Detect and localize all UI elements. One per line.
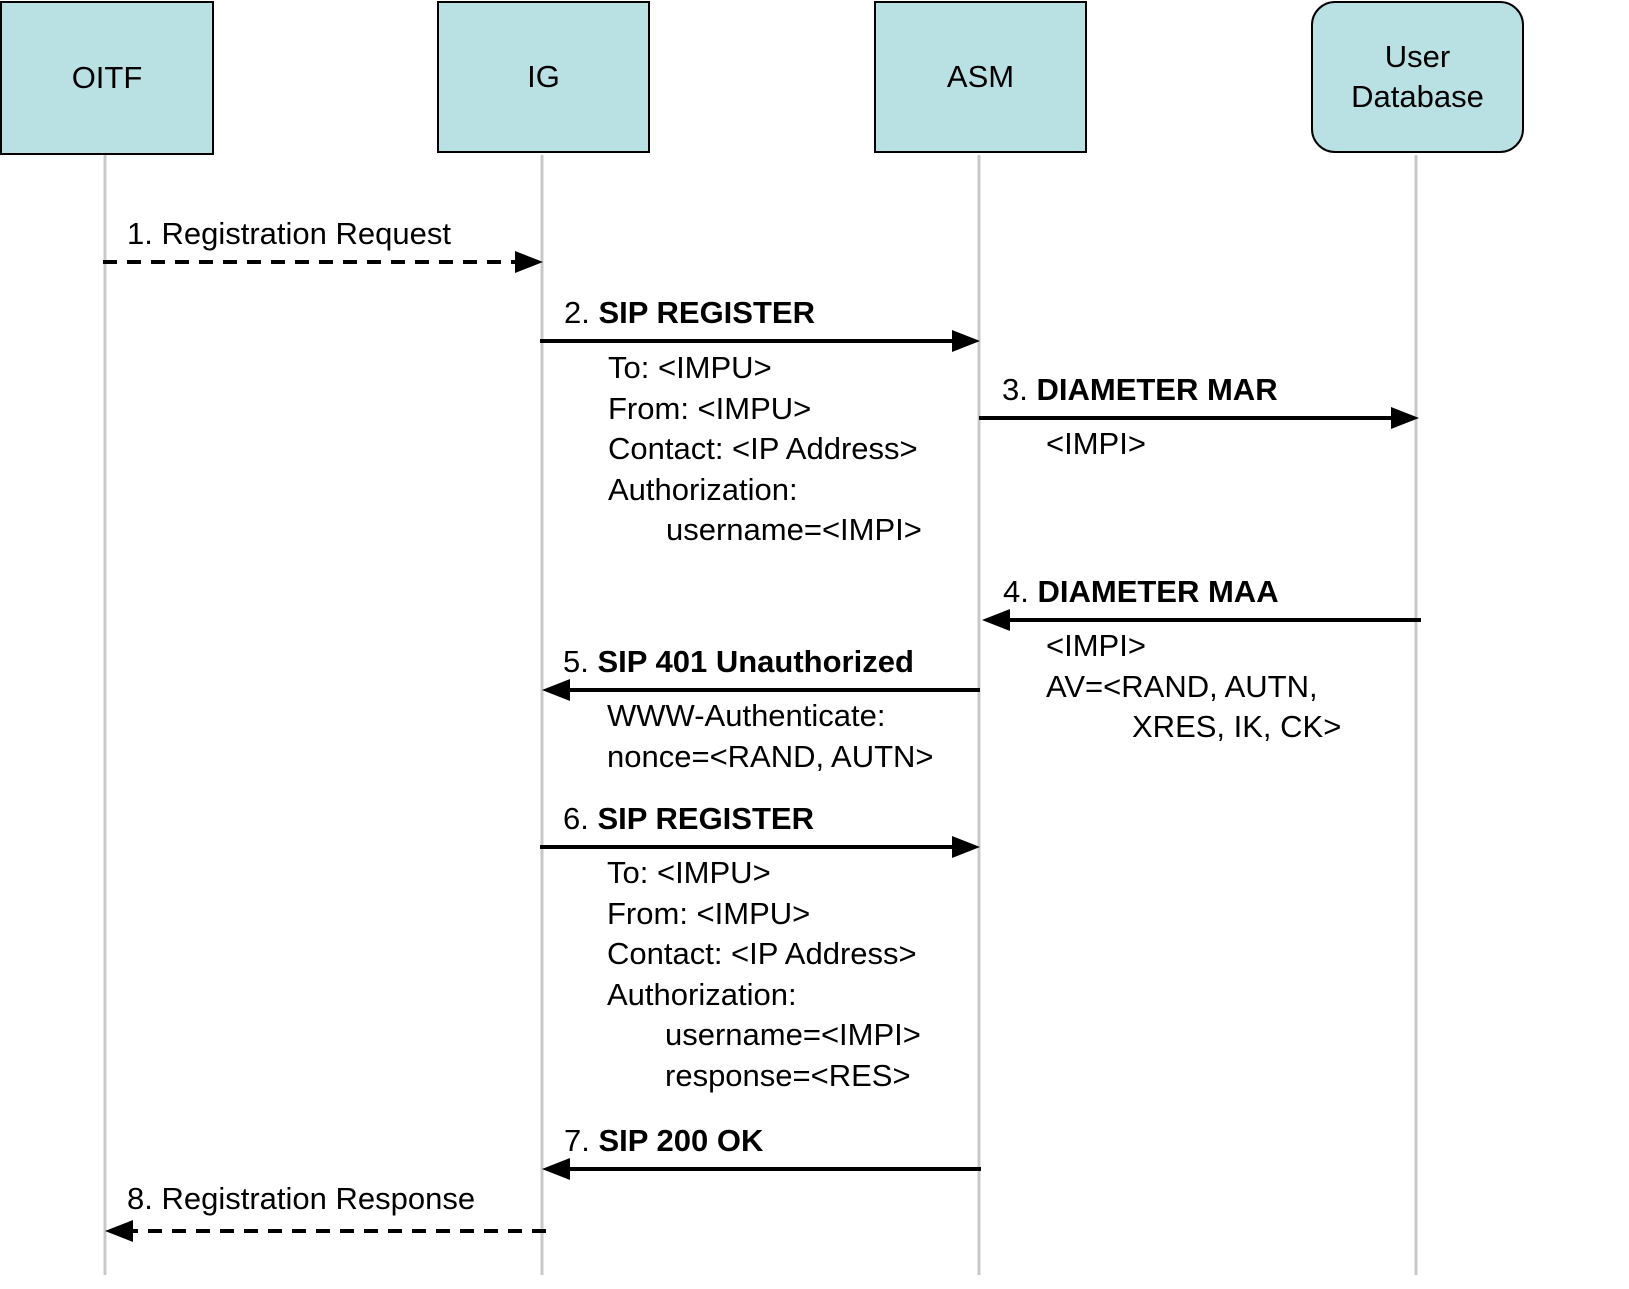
message-1-label: 1. Registration Request [127,216,451,252]
message-2-label: 2. SIP REGISTER [564,295,815,331]
message-6-params: To: <IMPU> From: <IMPU> Contact: <IP Add… [607,853,921,1096]
param-line: XRES, IK, CK> [1132,709,1342,744]
participant-asm-label: ASM [946,59,1015,94]
param-line: To: <IMPU> [608,350,772,385]
arrow-sip-register-2 [540,836,980,858]
param-line: Contact: <IP Address> [608,431,918,466]
arrow-sip-register-1 [540,330,980,352]
message-name: Registration Response [161,1181,476,1216]
message-number: 1. [127,216,153,251]
arrow-diameter-mar [979,407,1419,429]
param-line: Authorization: [608,471,798,507]
message-number: 8. [127,1181,153,1216]
message-name: SIP 401 Unauthorized [597,644,914,679]
message-4-label: 4. DIAMETER MAA [1003,574,1279,610]
message-3-params: <IMPI> [1046,424,1146,465]
param-line: username=<IMPI> [665,1017,921,1052]
participant-asm: ASM [874,1,1087,153]
arrow-registration-response [105,1220,546,1242]
arrow-sip-401 [542,679,980,701]
participant-oitf-label: OITF [71,60,143,95]
message-5-params: WWW-Authenticate: nonce=<RAND, AUTN> [607,696,934,777]
message-name: DIAMETER MAR [1036,372,1278,407]
message-number: 6. [563,801,589,836]
param-line: From: <IMPU> [608,390,812,426]
arrow-sip-200-ok [542,1158,981,1180]
participant-user-database-label: User Database [1351,39,1484,114]
participant-ig-label: IG [527,59,560,94]
participant-user-database: User Database [1311,1,1524,153]
message-3-label: 3. DIAMETER MAR [1002,372,1278,408]
param-line: nonce=<RAND, AUTN> [607,738,934,774]
message-4-params: <IMPI> AV=<RAND, AUTN, XRES, IK, CK> [1046,626,1341,748]
param-line: username=<IMPI> [666,512,922,547]
param-line: <IMPI> [1046,426,1146,461]
message-5-label: 5. SIP 401 Unauthorized [563,644,914,680]
message-number: 4. [1003,574,1029,609]
message-7-label: 7. SIP 200 OK [564,1123,763,1159]
message-name: DIAMETER MAA [1037,574,1279,609]
message-8-label: 8. Registration Response [127,1181,475,1217]
message-name: Registration Request [161,216,451,251]
message-number: 7. [564,1123,590,1158]
message-name: SIP 200 OK [598,1123,764,1158]
participant-ig: IG [437,1,650,153]
param-line: Contact: <IP Address> [607,936,917,971]
message-number: 2. [564,295,590,330]
param-line: <IMPI> [1046,628,1146,663]
participant-oitf: OITF [0,1,214,155]
message-number: 5. [563,644,589,679]
param-line: Authorization: [607,976,797,1012]
param-line: WWW-Authenticate: [607,698,886,733]
message-number: 3. [1002,372,1028,407]
message-2-params: To: <IMPU> From: <IMPU> Contact: <IP Add… [608,348,922,551]
arrow-diameter-maa [982,609,1421,631]
param-line: To: <IMPU> [607,855,771,890]
param-line: AV=<RAND, AUTN, [1046,668,1318,704]
message-6-label: 6. SIP REGISTER [563,801,814,837]
message-name: SIP REGISTER [597,801,814,836]
message-name: SIP REGISTER [598,295,815,330]
param-line: From: <IMPU> [607,895,811,931]
arrow-registration-request [103,251,543,273]
param-line: response=<RES> [665,1057,911,1093]
